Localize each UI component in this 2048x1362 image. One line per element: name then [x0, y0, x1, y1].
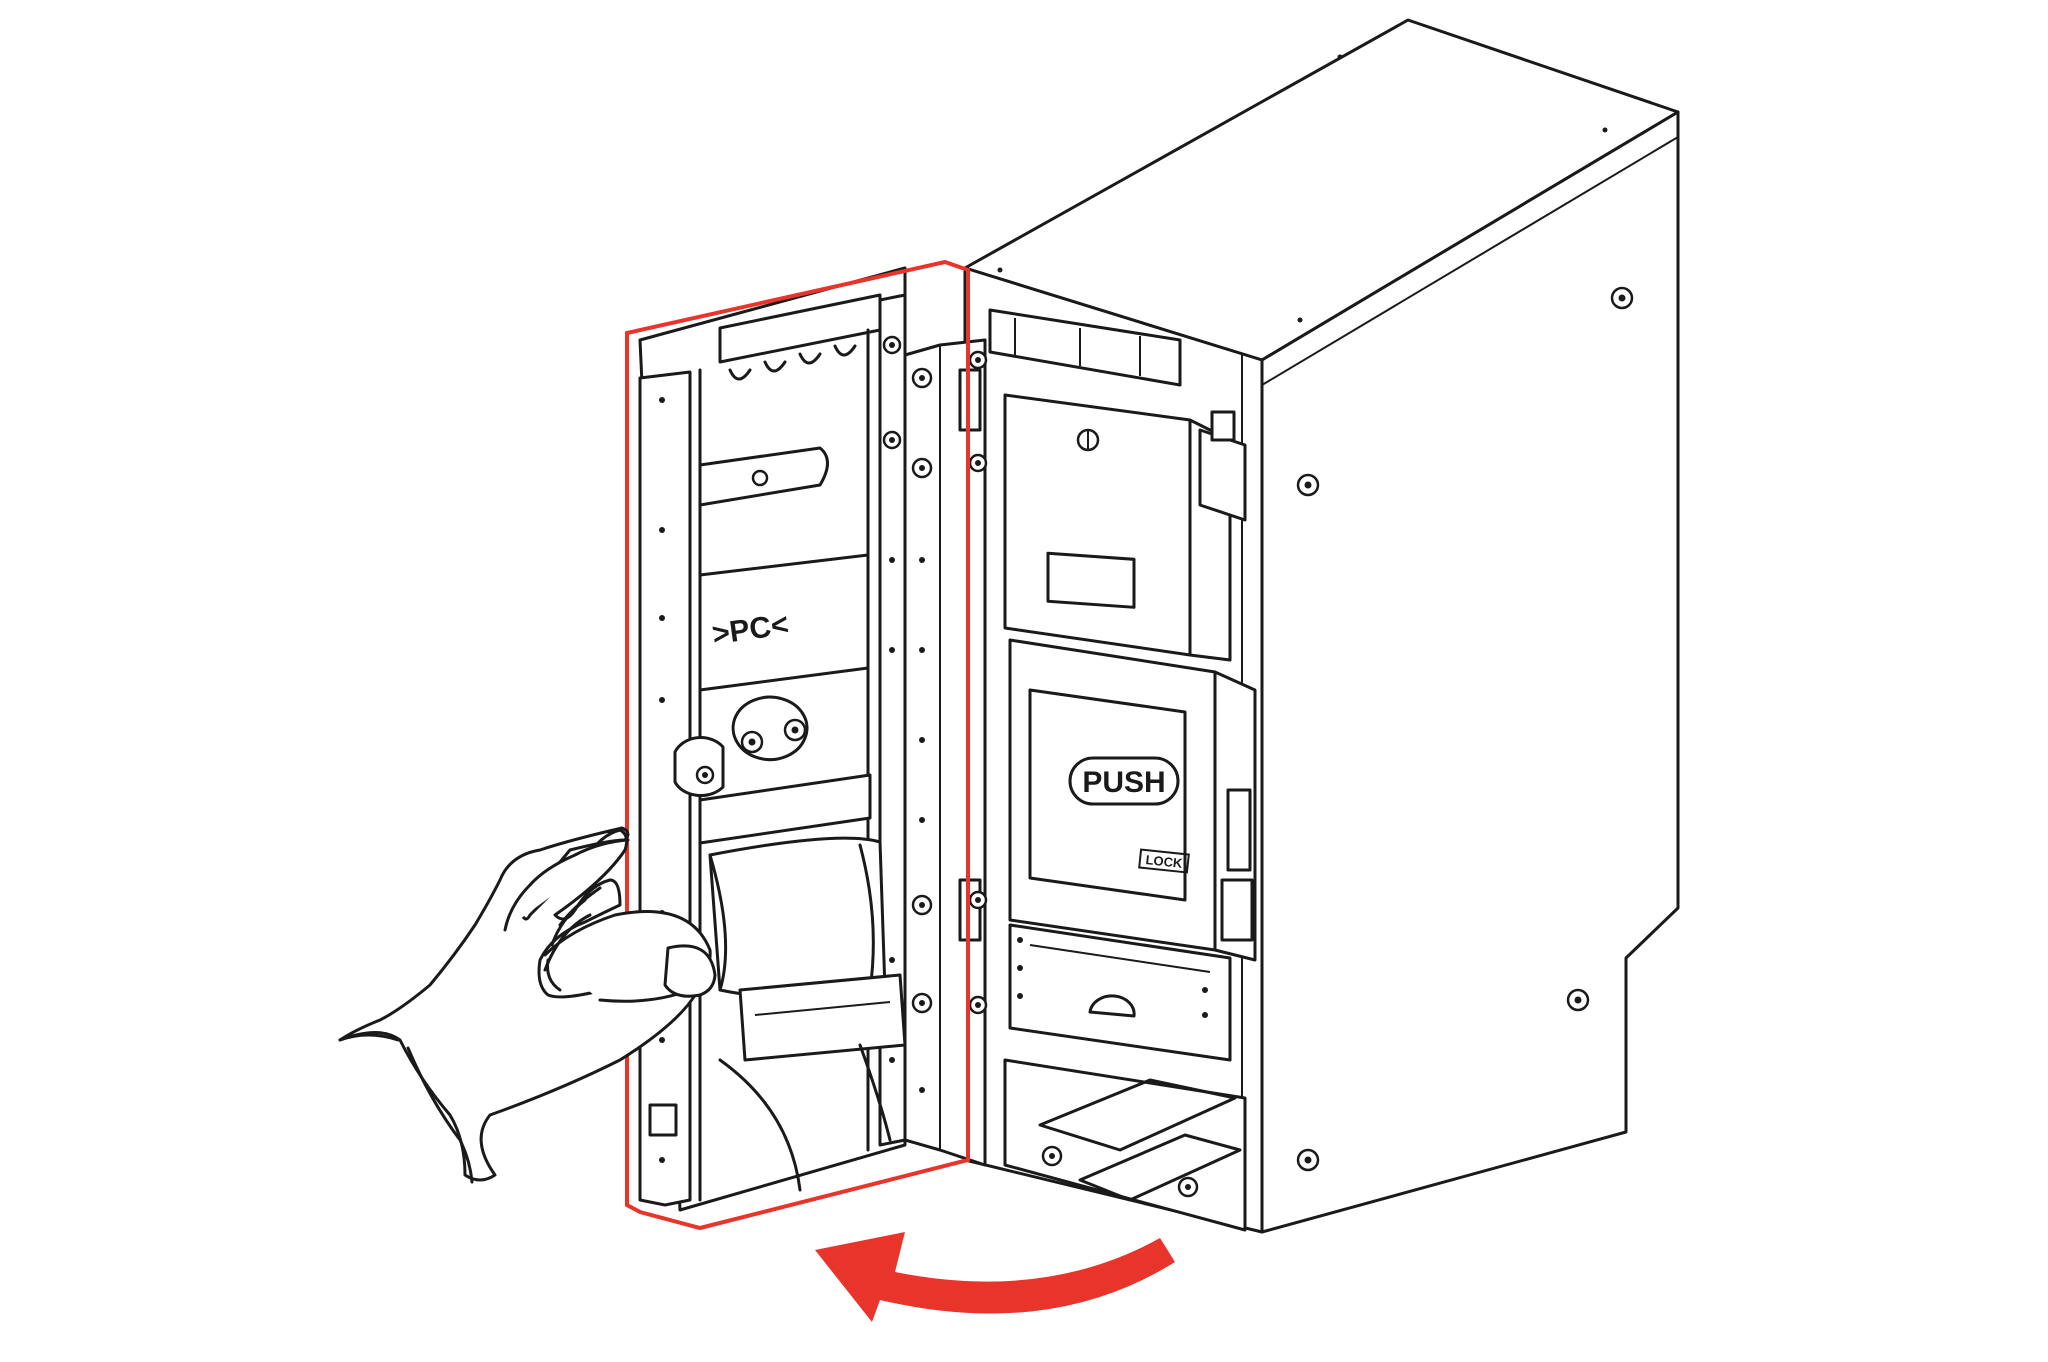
hinge-column [903, 338, 988, 1167]
push-button-outline [1068, 756, 1180, 806]
door-top-fins [718, 293, 882, 381]
hand-pulling-door-icon [338, 826, 717, 1184]
curved-arrow-left-icon [815, 1232, 1175, 1322]
cabinet-body [963, 18, 1680, 1234]
guide-screws [882, 335, 902, 1063]
push-label: PUSH [1082, 766, 1165, 799]
lock-label: LOCK [1145, 852, 1184, 871]
door-motor-bracket [673, 695, 872, 845]
cabinet-interior [988, 308, 1257, 1232]
door-paper-roll [708, 836, 907, 1192]
tray-dots [1017, 937, 1208, 1018]
side-screws [997, 54, 1634, 1172]
door-red-outline [625, 259, 970, 1231]
